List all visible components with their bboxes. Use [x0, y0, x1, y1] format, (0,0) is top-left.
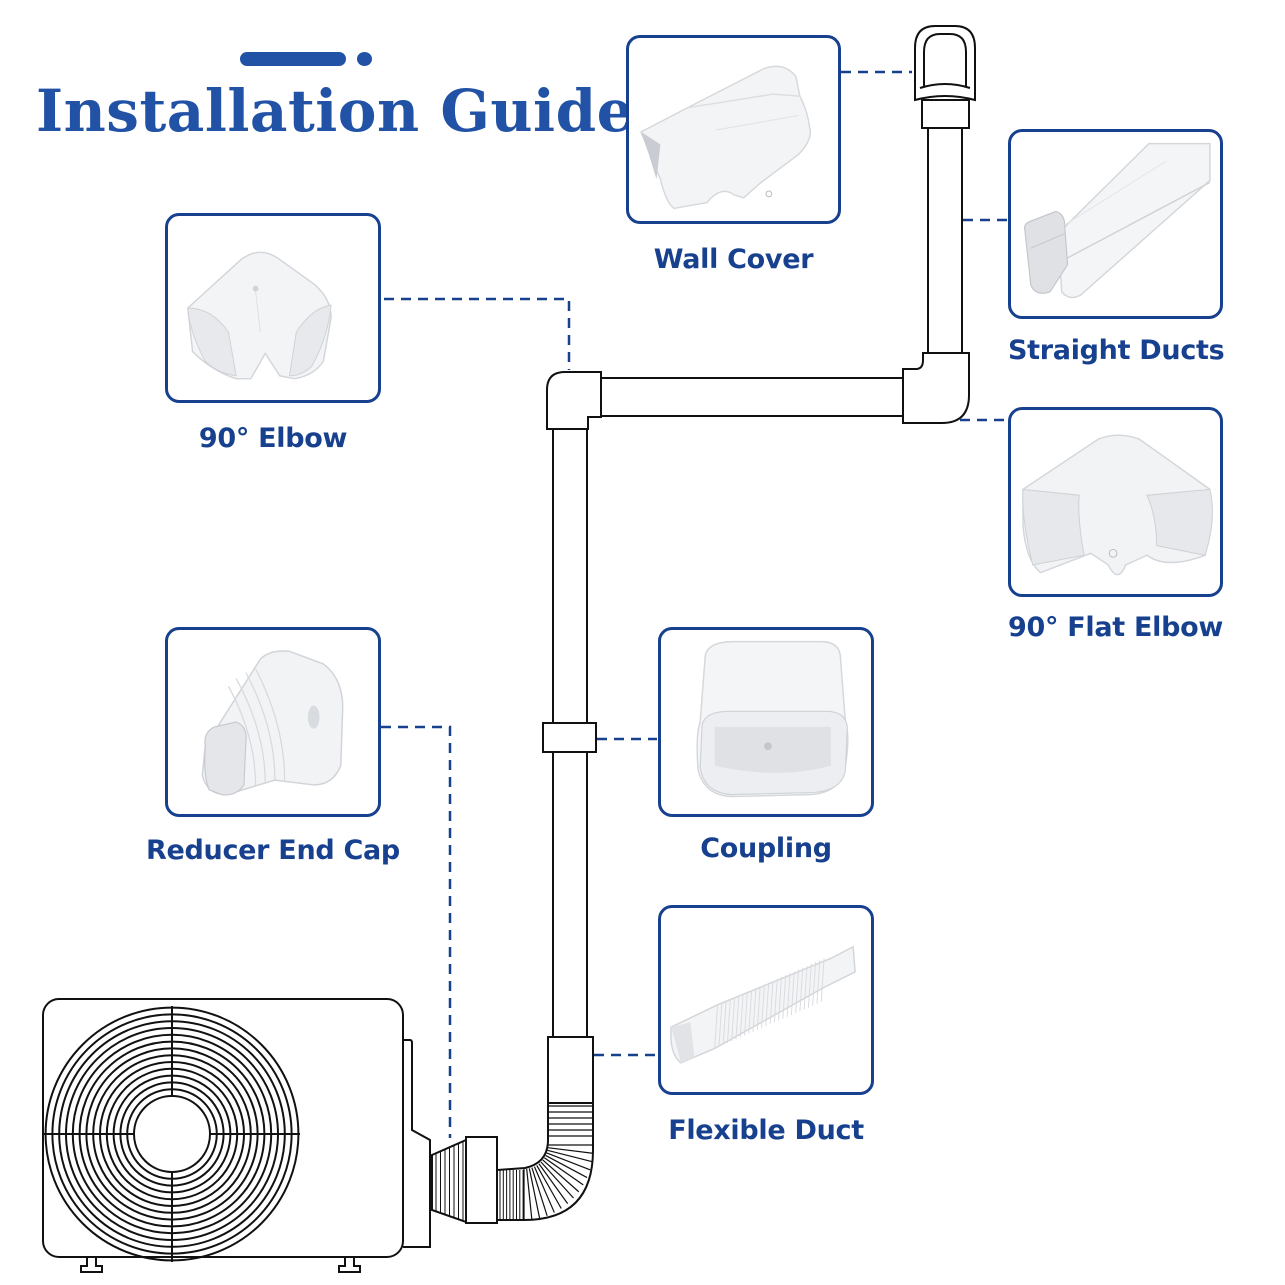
title-accent-dot: [357, 52, 372, 66]
flex-card-rib: [807, 963, 812, 1008]
flex-card-rib: [756, 986, 761, 1030]
flex-rib: [526, 1168, 533, 1220]
flex-card-rib: [820, 958, 825, 1002]
flex-bend-outline: [496, 1102, 594, 1221]
flex-rib: [546, 1152, 591, 1171]
flex-card-rib: [765, 982, 770, 1027]
part-card-wall-cover: [626, 35, 841, 224]
part-card-reducer-end-cap: [165, 627, 381, 817]
flex-rib: [542, 1159, 580, 1193]
flex-card-rib: [795, 969, 800, 1014]
outdoor-ac-unit-outline: [42, 998, 431, 1273]
flex-card-rib: [812, 962, 817, 1006]
flex-card-rib: [769, 980, 774, 1025]
part-label-reducer-end-cap: Reducer End Cap: [146, 835, 400, 866]
part-card-elbow-90: [165, 213, 381, 403]
horizontal-duct-outline: [601, 377, 903, 417]
flex-card-rib: [803, 965, 808, 1010]
reducer-outline: [431, 1136, 498, 1224]
flex-rib: [547, 1149, 593, 1163]
flex-rib: [545, 1154, 588, 1179]
part-card-flexible-duct: [658, 905, 874, 1095]
right-elbow-outline: [902, 352, 970, 424]
flex-card-rib: [786, 973, 791, 1017]
flex-rib: [536, 1165, 562, 1209]
wall-cover-icon: [640, 65, 812, 210]
flex-collar-outline: [547, 1036, 594, 1104]
flex-card-rib: [790, 971, 795, 1015]
part-label-flat-elbow-90: 90° Flat Elbow: [1008, 612, 1224, 643]
flex-card-rib: [748, 989, 753, 1034]
flex-card-rib: [735, 995, 740, 1040]
straight-duct-icon: [1024, 142, 1211, 299]
wall-cover-outline: [914, 25, 976, 129]
leader-reducer: [381, 725, 452, 1138]
coupling-outline: [542, 722, 597, 753]
elbow-90-icon: [187, 251, 332, 380]
flex-card-rib: [731, 997, 736, 1042]
flex-rib: [528, 1168, 541, 1219]
flat-elbow-icon: [1022, 434, 1213, 576]
flex-rib: [531, 1167, 548, 1216]
upper-straight-duct-outline: [927, 128, 963, 353]
flex-card-rib: [799, 967, 804, 1012]
flex-rib: [538, 1163, 569, 1204]
flex-card-rib: [722, 1001, 727, 1045]
part-label-wall-cover: Wall Cover: [653, 244, 814, 275]
flex-card-rib: [752, 988, 757, 1032]
flex-card-rib: [718, 1002, 723, 1047]
flex-card-rib: [726, 999, 731, 1043]
title-accent-bar: [240, 52, 346, 66]
page-title: Installation Guide: [36, 77, 635, 145]
flex-card-rib: [773, 978, 778, 1023]
part-card-straight-ducts: [1008, 129, 1223, 319]
part-card-coupling: [658, 627, 874, 817]
left-elbow-outline: [546, 371, 602, 430]
flex-card-rib: [778, 976, 782, 1021]
leader-lines: [381, 70, 1008, 1138]
part-card-flat-elbow-90: [1008, 407, 1223, 597]
flex-card-rib: [782, 975, 787, 1019]
leader-elbow: [384, 297, 571, 370]
flex-rib: [543, 1157, 584, 1186]
coupling-icon: [696, 640, 849, 798]
part-label-coupling: Coupling: [700, 833, 832, 864]
flex-rib: [533, 1166, 555, 1213]
flex-rib: [540, 1161, 574, 1199]
flex-card-rib: [744, 991, 748, 1036]
reducer-end-cap-icon: [201, 650, 344, 796]
flex-card-rib: [761, 984, 765, 1029]
part-label-flexible-duct: Flexible Duct: [668, 1115, 864, 1146]
flex-card-rib: [714, 1004, 719, 1049]
part-label-straight-ducts: Straight Ducts: [1008, 335, 1225, 366]
flex-card-rib: [739, 993, 744, 1038]
flex-rib: [547, 1147, 594, 1154]
flexible-duct-icon: [670, 945, 856, 1064]
part-label-elbow-90: 90° Elbow: [198, 423, 348, 454]
flex-card-rib: [816, 960, 821, 1004]
